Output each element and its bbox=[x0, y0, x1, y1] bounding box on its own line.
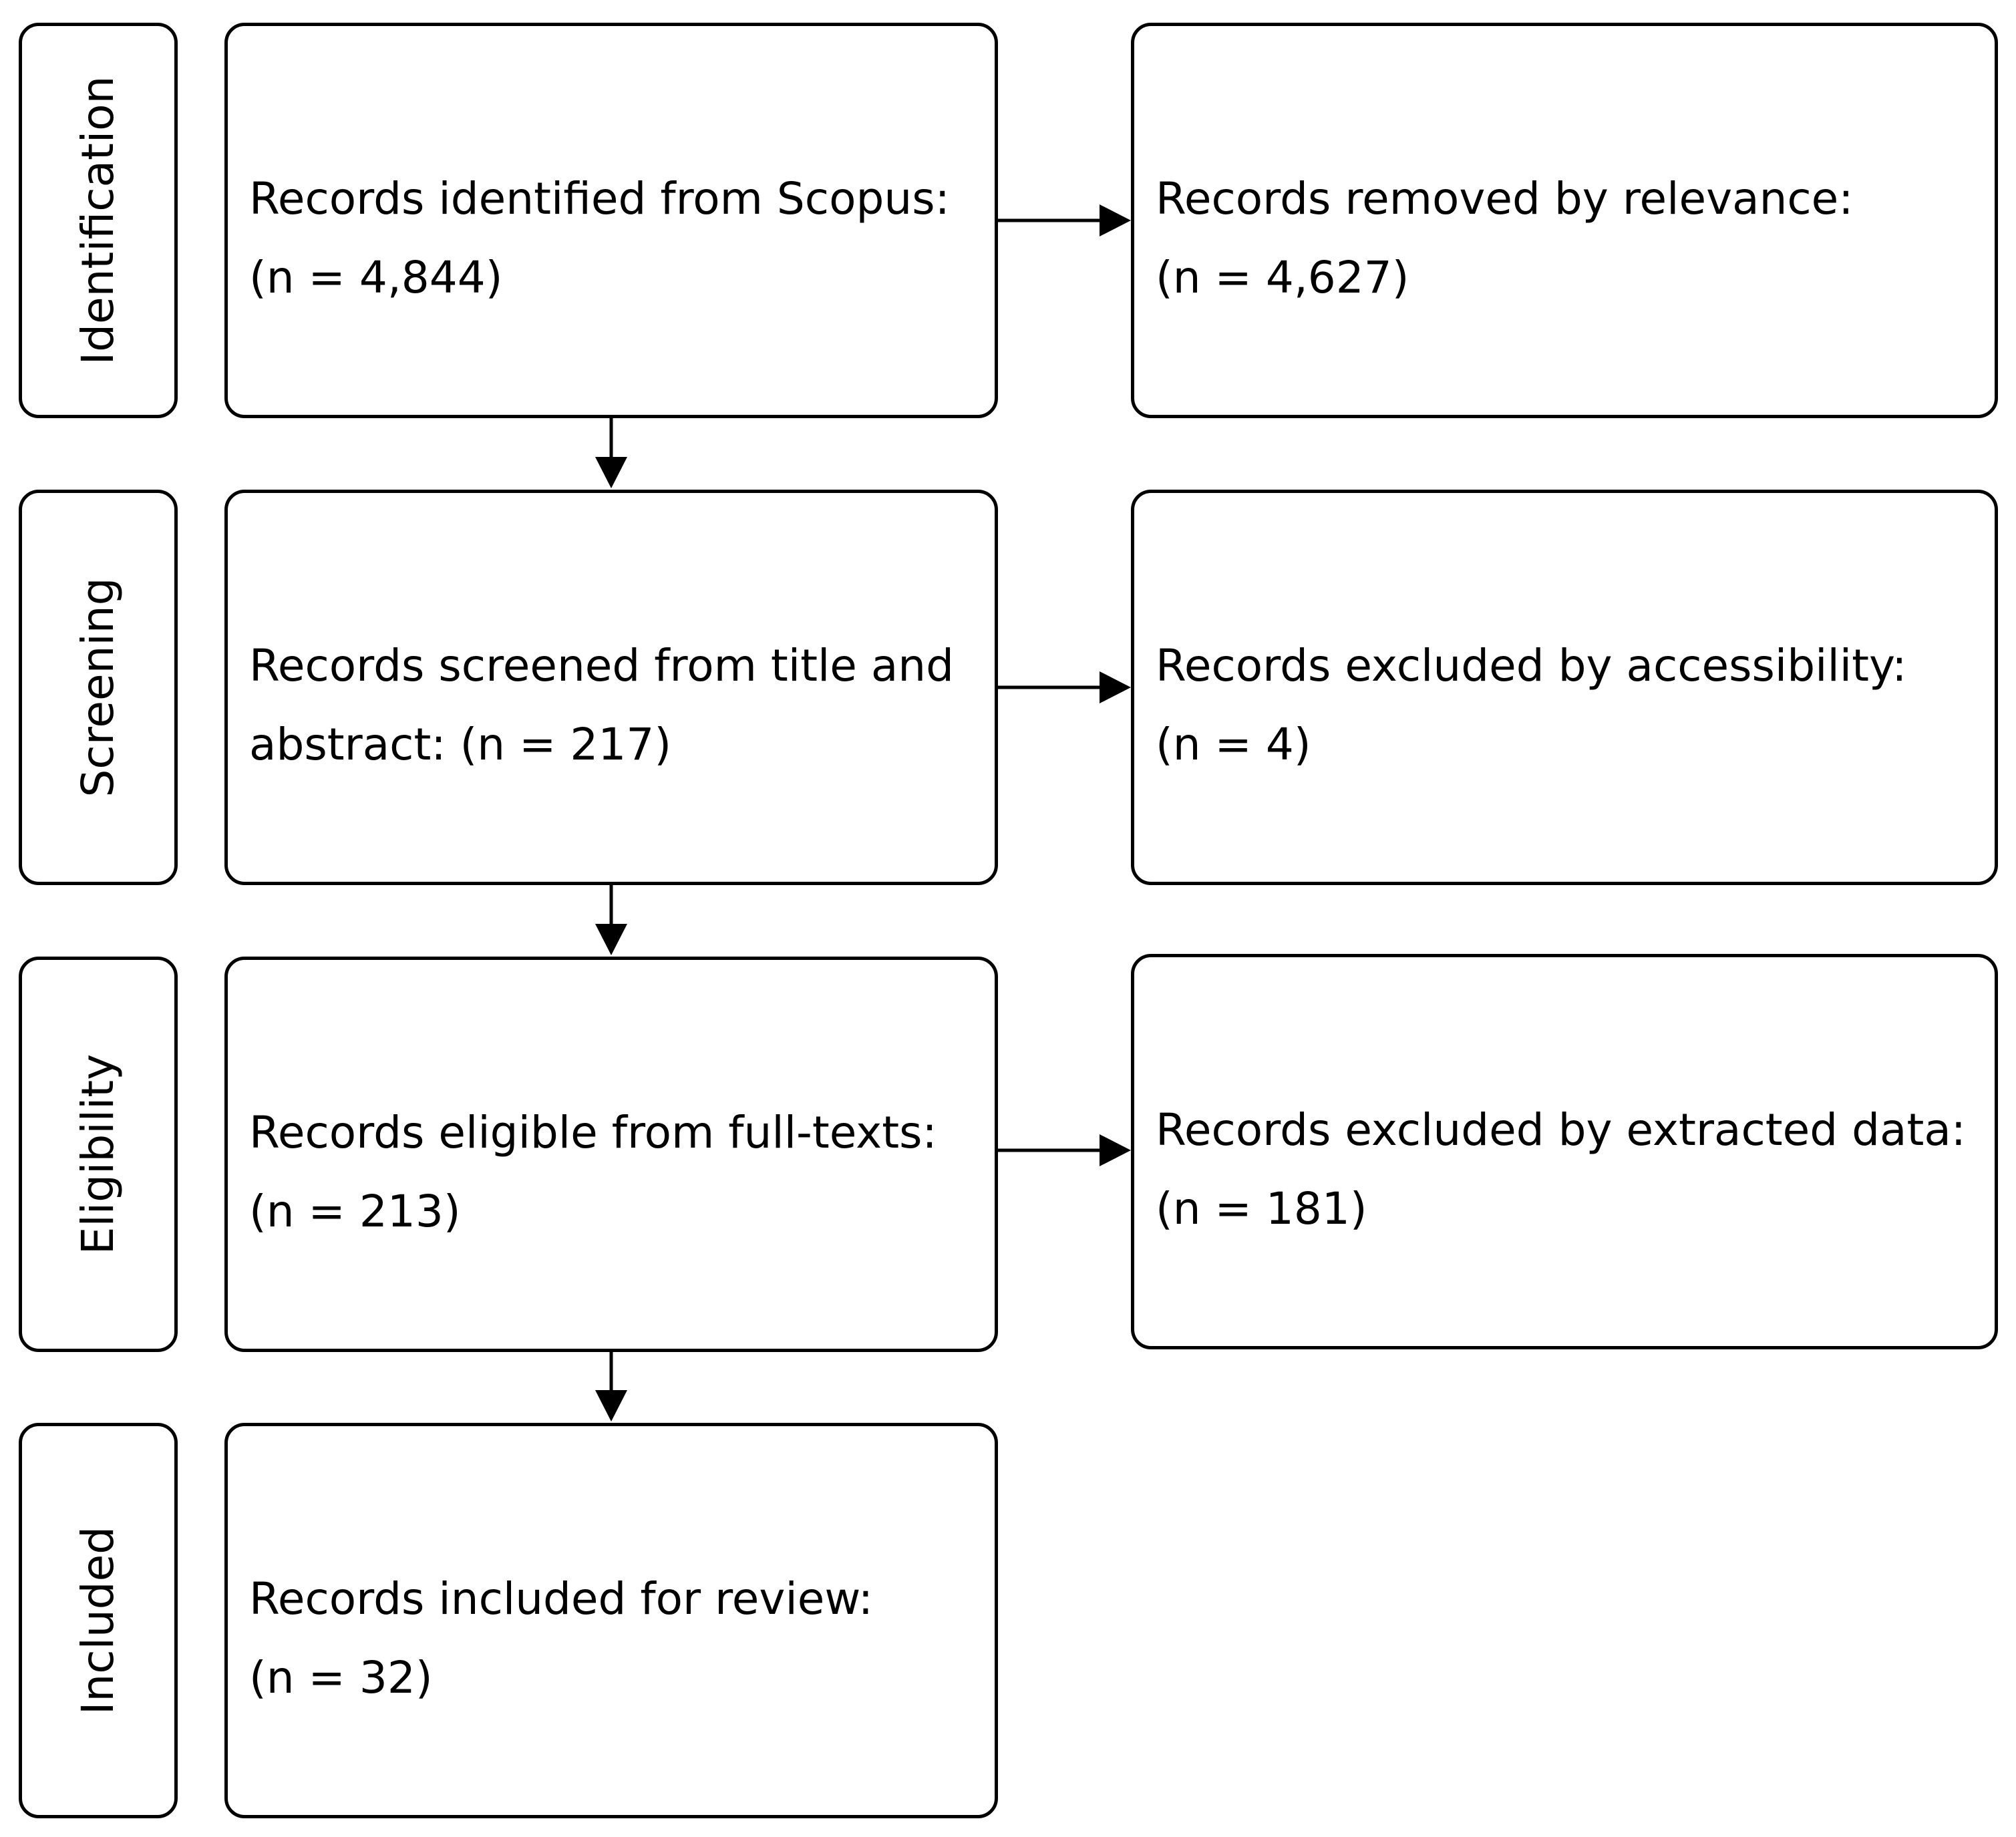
main-text-line: Records eligible from full-texts: bbox=[249, 1107, 937, 1158]
side-count: (n = 4) bbox=[1156, 719, 1311, 770]
main-text-line: Records included for review: bbox=[249, 1573, 874, 1625]
main-text-included: Records included for review: (n = 32) bbox=[249, 1560, 979, 1717]
side-box-excluded-accessibility: Records excluded by accessibility: (n = … bbox=[1131, 490, 1998, 885]
stage-box-screening: Screening bbox=[19, 490, 178, 885]
side-box-excluded-extracted-data: Records excluded by extracted data: (n =… bbox=[1131, 954, 1998, 1349]
side-box-removed-relevance: Records removed by relevance: (n = 4,627… bbox=[1131, 23, 1998, 418]
side-text-line: Records excluded by accessibility: bbox=[1156, 640, 1907, 691]
main-count: (n = 213) bbox=[249, 1186, 461, 1237]
main-text-line: Records screened from title and bbox=[249, 640, 955, 691]
main-text-screening: Records screened from title and abstract… bbox=[249, 627, 979, 784]
arrow-down-eligibility-to-included bbox=[595, 1352, 627, 1422]
arrow-right-identification bbox=[998, 204, 1131, 236]
stage-box-eligibility: Eligibility bbox=[19, 957, 178, 1352]
side-text-line: Records excluded by extracted data: bbox=[1156, 1104, 1967, 1156]
main-text-identification: Records identified from Scopus: (n = 4,8… bbox=[249, 160, 979, 317]
main-box-eligibility: Records eligible from full-texts: (n = 2… bbox=[224, 957, 998, 1352]
main-box-included: Records included for review: (n = 32) bbox=[224, 1423, 998, 1818]
stage-box-identification: Identification bbox=[19, 23, 178, 418]
side-text-removed-relevance: Records removed by relevance: (n = 4,627… bbox=[1156, 160, 1979, 317]
side-count: (n = 4,627) bbox=[1156, 252, 1409, 303]
main-text-eligibility: Records eligible from full-texts: (n = 2… bbox=[249, 1094, 979, 1251]
stage-box-included: Included bbox=[19, 1423, 178, 1818]
main-count: (n = 32) bbox=[249, 1652, 433, 1703]
side-text-excluded-extracted-data: Records excluded by extracted data: (n =… bbox=[1156, 1091, 1979, 1248]
main-box-screening: Records screened from title and abstract… bbox=[224, 490, 998, 885]
side-count: (n = 181) bbox=[1156, 1183, 1367, 1234]
main-count: abstract: (n = 217) bbox=[249, 719, 672, 770]
main-box-identification: Records identified from Scopus: (n = 4,8… bbox=[224, 23, 998, 418]
arrow-right-eligibility bbox=[998, 1134, 1131, 1166]
arrow-down-screening-to-eligibility bbox=[595, 885, 627, 955]
arrow-down-identification-to-screening bbox=[595, 418, 627, 488]
side-text-line: Records removed by relevance: bbox=[1156, 173, 1854, 224]
main-count: (n = 4,844) bbox=[249, 252, 503, 303]
arrow-right-screening bbox=[998, 671, 1131, 703]
main-text-line: Records identified from Scopus: bbox=[249, 173, 950, 224]
side-text-excluded-accessibility: Records excluded by accessibility: (n = … bbox=[1156, 627, 1979, 784]
